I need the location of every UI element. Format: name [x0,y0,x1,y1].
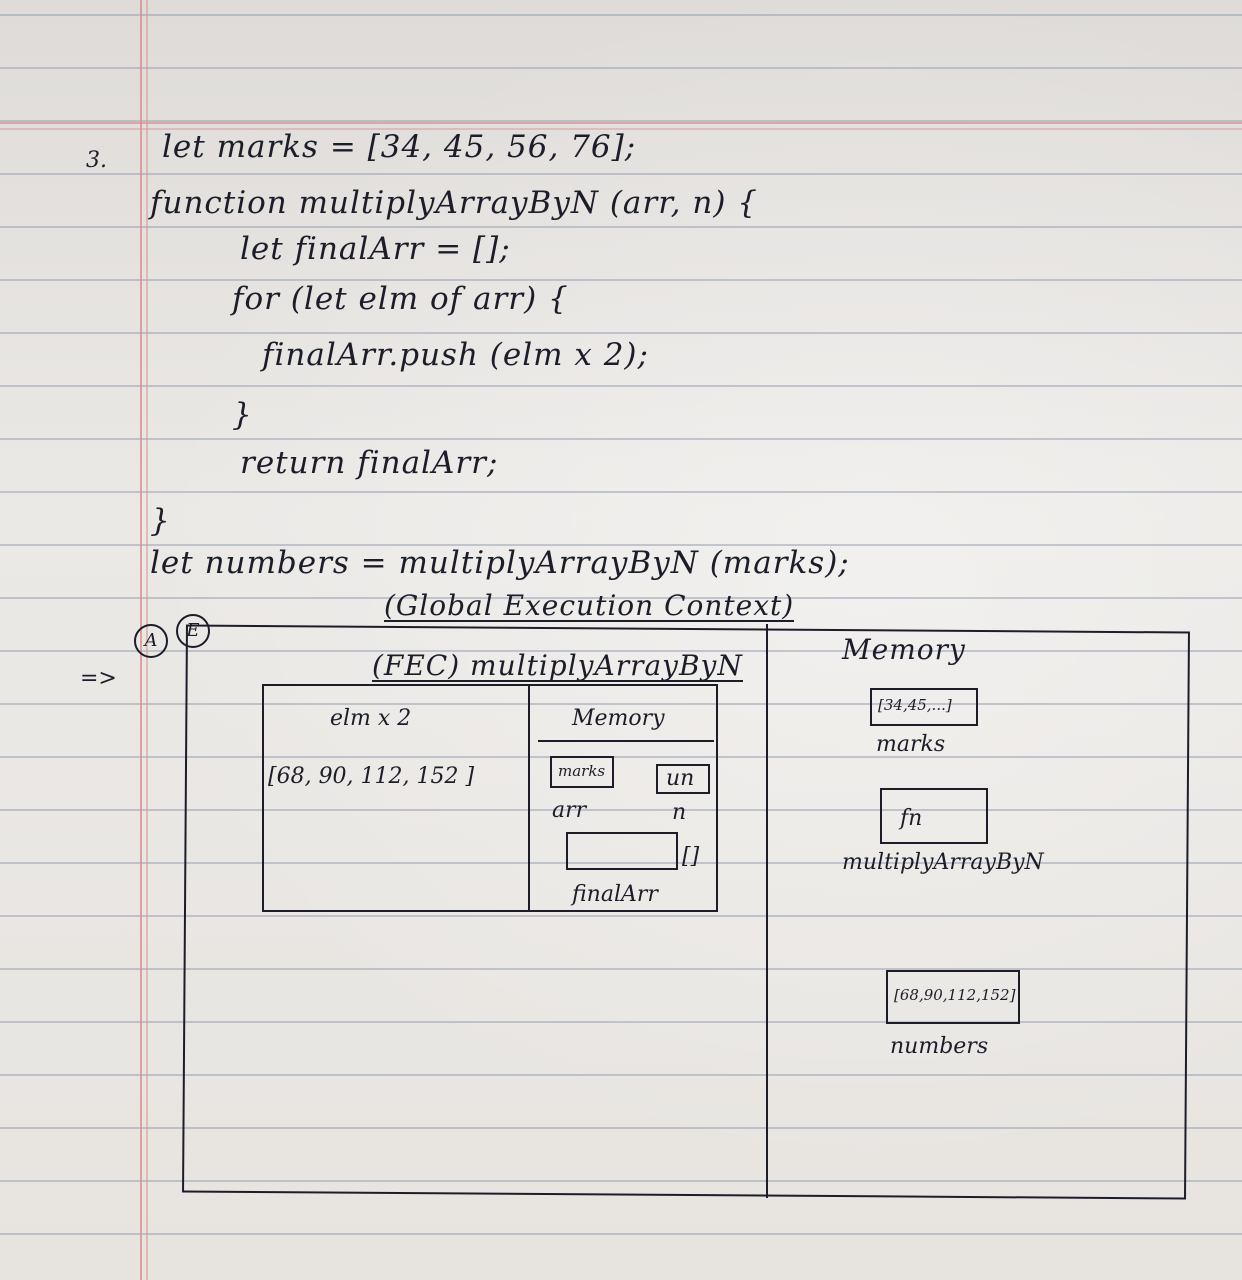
rule-line [0,332,1242,334]
circle-e-icon: E [176,614,210,648]
arr-value: marks [558,762,606,780]
rule-line [0,756,1242,758]
final-value: [] [682,844,700,869]
final-value-box [566,832,678,870]
arrow-icon: => [80,666,117,691]
marks-value: [34,45,...] [878,696,952,714]
final-label: finalArr [572,882,658,907]
code-line-4: for (let elm of arr) { [232,281,569,317]
code-line-9: let numbers = multiplyArrayByN (marks); [150,545,850,581]
rule-line [0,1127,1242,1129]
rule-line [0,1021,1242,1023]
top-margin-line [0,122,1242,124]
fec-memory-divider [528,684,718,912]
rule-line [0,120,1242,122]
n-label: n [672,800,687,825]
rule-line [0,650,1242,652]
rule-line [0,703,1242,705]
rule-line [0,279,1242,281]
numbers-value-box [886,970,1020,1024]
n-value: un [666,766,695,791]
gec-memory-divider [766,624,802,1198]
code-line-1: let marks = [34, 45, 56, 76]; [162,129,637,165]
question-number: 3. [86,148,107,173]
fec-title: (FEC) multiplyArrayByN [372,649,743,682]
top-margin-line-2 [0,128,1242,130]
circle-a-label: A [144,630,158,651]
rule-line [0,1180,1242,1182]
fec-code-value: [68, 90, 112, 152 ] [268,764,475,789]
rule-line [0,67,1242,69]
rule-line [0,14,1242,16]
fn-value-box [880,788,988,844]
rule-line [0,968,1242,970]
code-line-5: finalArr.push (elm x 2); [262,337,649,373]
gec-title: (Global Execution Context) [384,589,795,622]
rule-line [0,809,1242,811]
code-line-6: } [232,397,253,433]
rule-line [0,862,1242,864]
code-line-7: return finalArr; [240,445,499,481]
fec-code-label: elm x 2 [330,706,412,731]
fn-label: multiplyArrayByN [842,850,1044,875]
fec-memory-rule [538,740,714,742]
arr-value-box [550,756,614,788]
numbers-label: numbers [890,1034,989,1059]
rule-line [0,438,1242,440]
arr-label: arr [552,798,587,823]
n-value-box [656,764,710,794]
rule-line [0,544,1242,546]
code-line-2: function multiplyArrayByN (arr, n) { [150,185,758,221]
rule-line [0,597,1242,599]
fec-box [262,684,718,912]
rule-line [0,491,1242,493]
fec-memory-title: Memory [572,706,665,731]
fn-value: fn [900,806,923,831]
rule-line [0,1233,1242,1235]
circle-e-label: E [186,620,200,641]
numbers-value: [68,90,112,152] [894,986,1016,1004]
circle-a-icon: A [134,624,168,658]
rule-line [0,1074,1242,1076]
code-line-3: let finalArr = []; [240,231,511,267]
code-line-8: } [150,503,171,539]
rule-line [0,226,1242,228]
gec-memory-title: Memory [842,633,966,666]
rule-line [0,915,1242,917]
rule-line [0,385,1242,387]
rule-line [0,173,1242,175]
marks-label: marks [876,732,946,757]
marks-value-box [870,688,978,726]
